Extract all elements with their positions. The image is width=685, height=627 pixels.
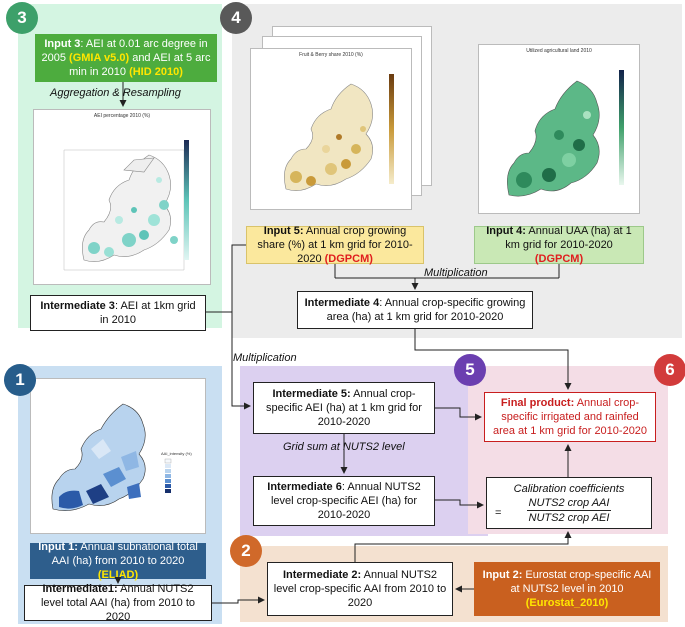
badge-5: 5: [454, 354, 486, 386]
intermediate-6-text: Intermediate 6: Annual NUTS2 level crop-…: [267, 481, 421, 521]
grid-sum-label: Grid sum at NUTS2 level: [283, 441, 405, 453]
aai-legend-title: AAI_intensity (%): [161, 451, 192, 456]
badge-2: 2: [230, 535, 262, 567]
input-3-text: Input 3: AEI at 0.01 arc degree in 2005 …: [41, 38, 211, 78]
calibration-numerator: NUTS2 crop AAI: [526, 496, 612, 511]
calibration-box: Calibration coefficients = NUTS2 crop AA…: [486, 477, 652, 529]
intermediate-2-box: Intermediate 2: Annual NUTS2 level crop-…: [267, 562, 453, 616]
intermediate-3-text: Intermediate 3: AEI at 1km grid in 2010: [40, 300, 196, 326]
badge-4: 4: [220, 2, 252, 34]
map-fruit-berry-share: Fruit & Berry share 2010 (%): [250, 48, 412, 210]
multiplication-left-label: Multiplication: [233, 352, 297, 364]
input-1-text: Input 1: Annual subnational total AAI (h…: [38, 541, 198, 581]
intermediate-4-box: Intermediate 4: Annual crop-specific gro…: [297, 291, 533, 329]
calibration-equals: =: [495, 507, 502, 519]
map-aei-image: [63, 140, 189, 271]
map-aai-image: [51, 403, 172, 511]
input-5-text: Input 5: Annual crop growing share (%) a…: [257, 225, 413, 265]
calibration-title: Calibration coefficients: [513, 482, 625, 495]
map-aei-percentage: AEI percentage 2010 (%): [33, 109, 211, 285]
aggregation-label: Aggregation & Resampling: [50, 87, 181, 99]
badge-6: 6: [654, 354, 685, 386]
calibration-fraction: NUTS2 crop AAI NUTS2 crop AEI: [526, 496, 612, 525]
map-utilized-agricultural-land: Utilized agricultural land 2010: [478, 44, 640, 214]
intermediate-3-box: Intermediate 3: AEI at 1km grid in 2010: [30, 295, 206, 331]
input-4-text: Input 4: Annual UAA (ha) at 1 km grid fo…: [486, 225, 632, 265]
intermediate-5-box: Intermediate 5: Annual crop-specific AEI…: [253, 382, 435, 434]
input-1-box: Input 1: Annual subnational total AAI (h…: [30, 541, 206, 581]
intermediate-2-text: Intermediate 2: Annual NUTS2 level crop-…: [273, 569, 447, 609]
map-uaa-title: Utilized agricultural land 2010: [526, 48, 592, 54]
intermediate-1-text: Intermediate1: Annual NUTS2 level total …: [40, 583, 196, 623]
intermediate-6-box: Intermediate 6: Annual NUTS2 level crop-…: [253, 476, 435, 526]
input-2-text: Input 2: Eurostat crop-specific AAI at N…: [482, 569, 652, 609]
badge-1: 1: [4, 364, 36, 396]
map-aei-title: AEI percentage 2010 (%): [93, 113, 151, 119]
map-aai-intensity: AAI_intensity (%): [30, 378, 206, 534]
map-fruit-berry-image: [284, 74, 394, 191]
final-product-box: Final product: Annual crop-specific irri…: [484, 392, 656, 442]
intermediate-1-box: Intermediate1: Annual NUTS2 level total …: [24, 583, 212, 623]
input-4-box: Input 4: Annual UAA (ha) at 1 km grid fo…: [474, 225, 644, 265]
input-2-box: Input 2: Eurostat crop-specific AAI at N…: [474, 562, 660, 616]
intermediate-5-text: Intermediate 5: Annual crop-specific AEI…: [266, 388, 422, 428]
map-fruit-berry-title: Fruit & Berry share 2010 (%): [299, 52, 363, 58]
intermediate-4-text: Intermediate 4: Annual crop-specific gro…: [304, 297, 526, 323]
multiplication-top-label: Multiplication: [424, 267, 488, 279]
calibration-denominator: NUTS2 crop AEI: [528, 511, 610, 524]
input-3-box: Input 3: AEI at 0.01 arc degree in 2005 …: [35, 34, 217, 82]
badge-3: 3: [6, 2, 38, 34]
map-uaa-image: [507, 70, 624, 197]
input-5-box: Input 5: Annual crop growing share (%) a…: [246, 225, 424, 265]
final-product-text: Final product: Annual crop-specific irri…: [492, 397, 648, 437]
